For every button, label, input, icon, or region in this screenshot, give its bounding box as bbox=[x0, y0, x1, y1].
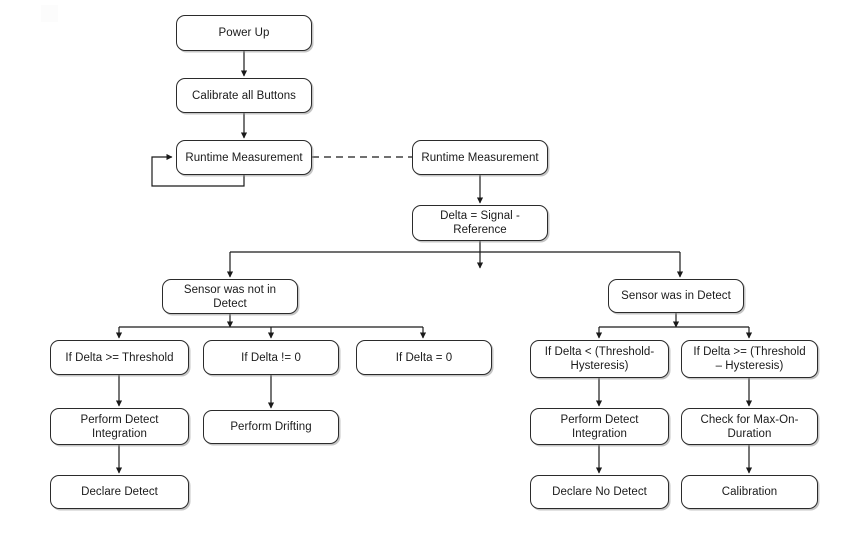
node-perform-drifting[interactable]: Perform Drifting bbox=[203, 410, 339, 444]
node-runtime-measurement-left[interactable]: Runtime Measurement bbox=[176, 140, 312, 175]
node-runtime-measurement-right[interactable]: Runtime Measurement bbox=[412, 140, 548, 175]
node-if-delta-lt-threshold-hysteresis[interactable]: If Delta < (Threshold- Hysteresis) bbox=[530, 340, 669, 378]
image-artifact bbox=[41, 5, 58, 22]
node-declare-detect[interactable]: Declare Detect bbox=[50, 475, 189, 509]
node-if-delta-ge-threshold[interactable]: If Delta >= Threshold bbox=[50, 340, 189, 375]
node-perform-detect-integration-right[interactable]: Perform Detect Integration bbox=[530, 408, 669, 445]
node-power-up[interactable]: Power Up bbox=[176, 15, 312, 51]
node-if-delta-ne-zero[interactable]: If Delta != 0 bbox=[203, 340, 339, 375]
node-perform-detect-integration-left[interactable]: Perform Detect Integration bbox=[50, 408, 189, 445]
node-delta-signal-reference[interactable]: Delta = Signal - Reference bbox=[412, 205, 548, 241]
node-sensor-was-in-detect[interactable]: Sensor was in Detect bbox=[608, 279, 744, 313]
node-calibration[interactable]: Calibration bbox=[681, 475, 818, 509]
node-check-for-max-on-duration[interactable]: Check for Max-On- Duration bbox=[681, 408, 818, 445]
node-calibrate-all-buttons[interactable]: Calibrate all Buttons bbox=[176, 78, 312, 113]
node-if-delta-ge-threshold-hysteresis[interactable]: If Delta >= (Threshold – Hysteresis) bbox=[681, 340, 818, 378]
node-sensor-was-not-in-detect[interactable]: Sensor was not in Detect bbox=[162, 279, 298, 314]
node-if-delta-eq-zero[interactable]: If Delta = 0 bbox=[356, 340, 492, 375]
node-declare-no-detect[interactable]: Declare No Detect bbox=[530, 475, 669, 509]
